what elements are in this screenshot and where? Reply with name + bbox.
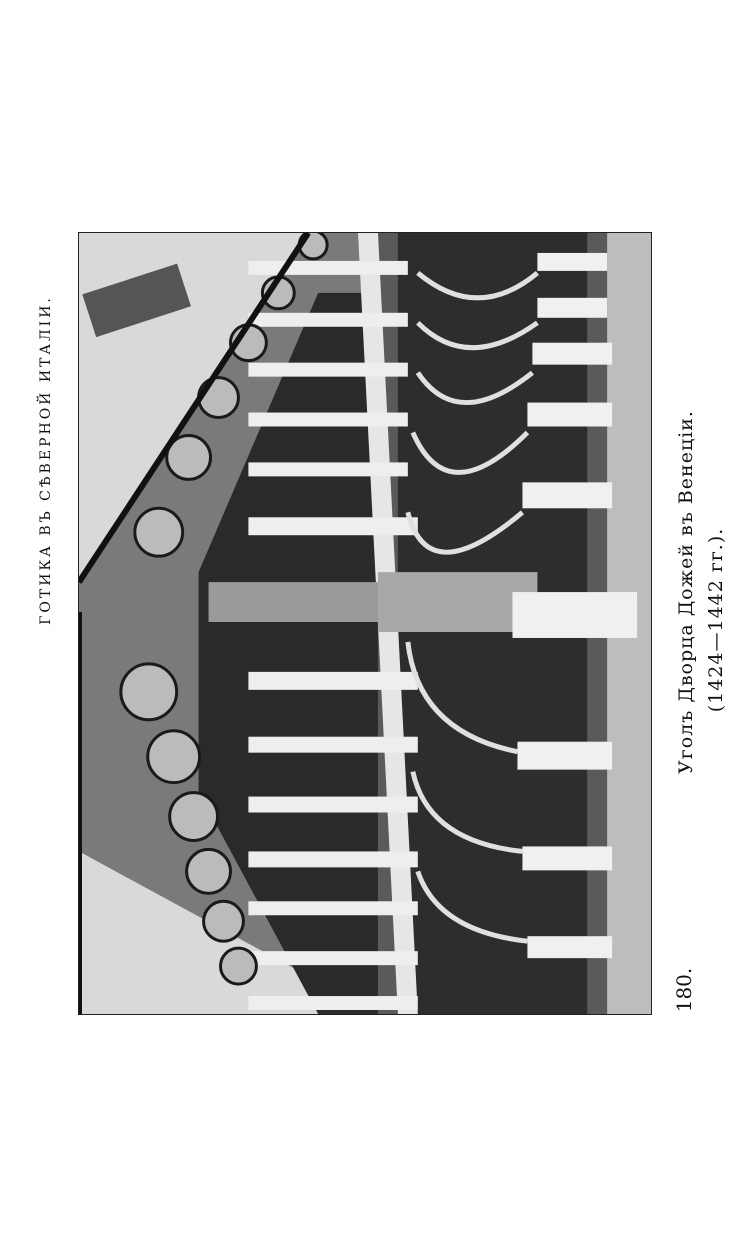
quatrefoil-tracery: [119, 233, 329, 986]
figure-caption-text: Уголъ Дворца Дожей въ Венеціи.: [675, 410, 697, 774]
lower-arches: [405, 270, 539, 944]
upper-window: [82, 263, 191, 338]
lower-columns: [512, 252, 638, 959]
figure-number-text: 180.: [672, 967, 696, 1013]
figure-date-text: (1424—1442 гг.).: [705, 527, 727, 713]
cornice-upper-edge: [79, 233, 311, 584]
figure-plate: [78, 232, 652, 1015]
upper-columns: [248, 260, 418, 1011]
palace-arcade-illustration: [79, 233, 651, 1014]
corner-sculpture-group: [377, 572, 538, 632]
running-head-text: ГОТИКА ВЪ СѢВЕРНОЙ ИТАЛІИ.: [38, 295, 54, 625]
